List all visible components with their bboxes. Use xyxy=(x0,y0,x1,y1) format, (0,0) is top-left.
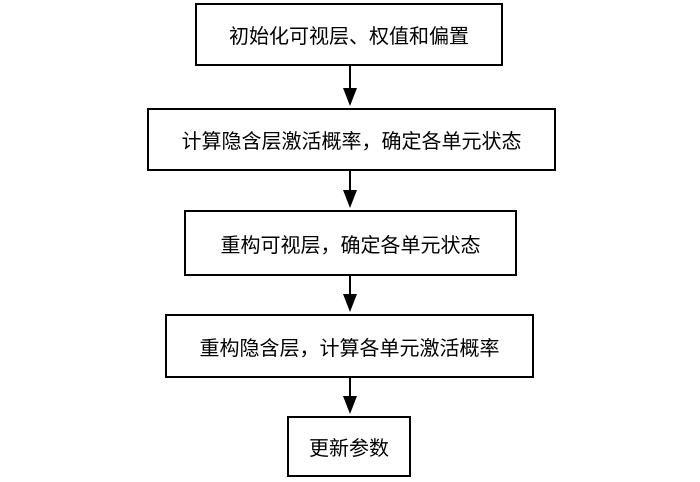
step-compute-hidden-activation: 计算隐含层激活概率，确定各单元状态 xyxy=(147,108,556,171)
step-2-label: 计算隐含层激活概率，确定各单元状态 xyxy=(181,129,522,153)
arrow-2-to-3 xyxy=(343,171,357,208)
step-1-label: 初始化可视层、权值和偏置 xyxy=(229,24,469,48)
arrow-1-to-2 xyxy=(343,66,357,106)
arrow-4-to-5 xyxy=(343,378,357,414)
step-3-label: 重构可视层，确定各单元状态 xyxy=(220,232,481,257)
step-reconstruct-hidden-layer: 重构隐含层，计算各单元激活概率 xyxy=(165,314,534,378)
step-update-parameters: 更新参数 xyxy=(287,416,411,477)
step-init-visible-layer-weights-bias: 初始化可视层、权值和偏置 xyxy=(195,3,503,66)
step-5-label: 更新参数 xyxy=(309,436,389,460)
step-reconstruct-visible-layer: 重构可视层，确定各单元状态 xyxy=(184,210,517,276)
arrow-3-to-4 xyxy=(343,276,357,312)
step-4-label: 重构隐含层，计算各单元激活概率 xyxy=(199,335,500,360)
